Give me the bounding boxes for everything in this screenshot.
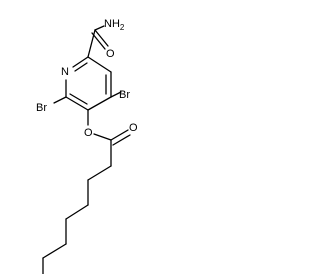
atom-br-left: Br <box>36 102 47 114</box>
structure-diagram: NH2 O N Br Br O O <box>36 18 138 274</box>
bond-c5-c6 <box>65 96 89 111</box>
atom-nh2: NH2 <box>104 18 125 32</box>
bond-amide-c-n <box>94 25 105 31</box>
atom-br-right: Br <box>119 89 130 101</box>
bond-c5-c6-inner <box>69 93 88 105</box>
bond-chain-4 <box>65 204 89 220</box>
atom-ring-n: N <box>61 66 69 78</box>
bond-amide-c-o-1 <box>94 29 109 47</box>
bond-ring-amide <box>87 29 96 58</box>
atom-nh2-subscript: 2 <box>120 23 125 32</box>
molecule-drawing: NH2 O N Br Br O O <box>36 18 138 274</box>
bond-carbonyl-o-2 <box>112 134 131 146</box>
atom-amide-o: O <box>106 48 115 60</box>
bond-n-c2-inner <box>74 62 88 72</box>
bond-c4-c5 <box>87 96 112 111</box>
atom-ester-o: O <box>84 127 93 139</box>
bond-chain-2 <box>87 165 112 181</box>
bond-chain-6 <box>42 243 67 259</box>
atom-carbonyl-o: O <box>129 122 138 134</box>
bond-carbonyl-o-1 <box>110 129 129 141</box>
bond-o-carbonyl <box>93 133 112 141</box>
bond-c2-c3 <box>87 56 112 73</box>
bond-c6-br <box>53 96 67 104</box>
bond-n-c2 <box>72 56 89 68</box>
bond-c4-br <box>110 91 122 98</box>
